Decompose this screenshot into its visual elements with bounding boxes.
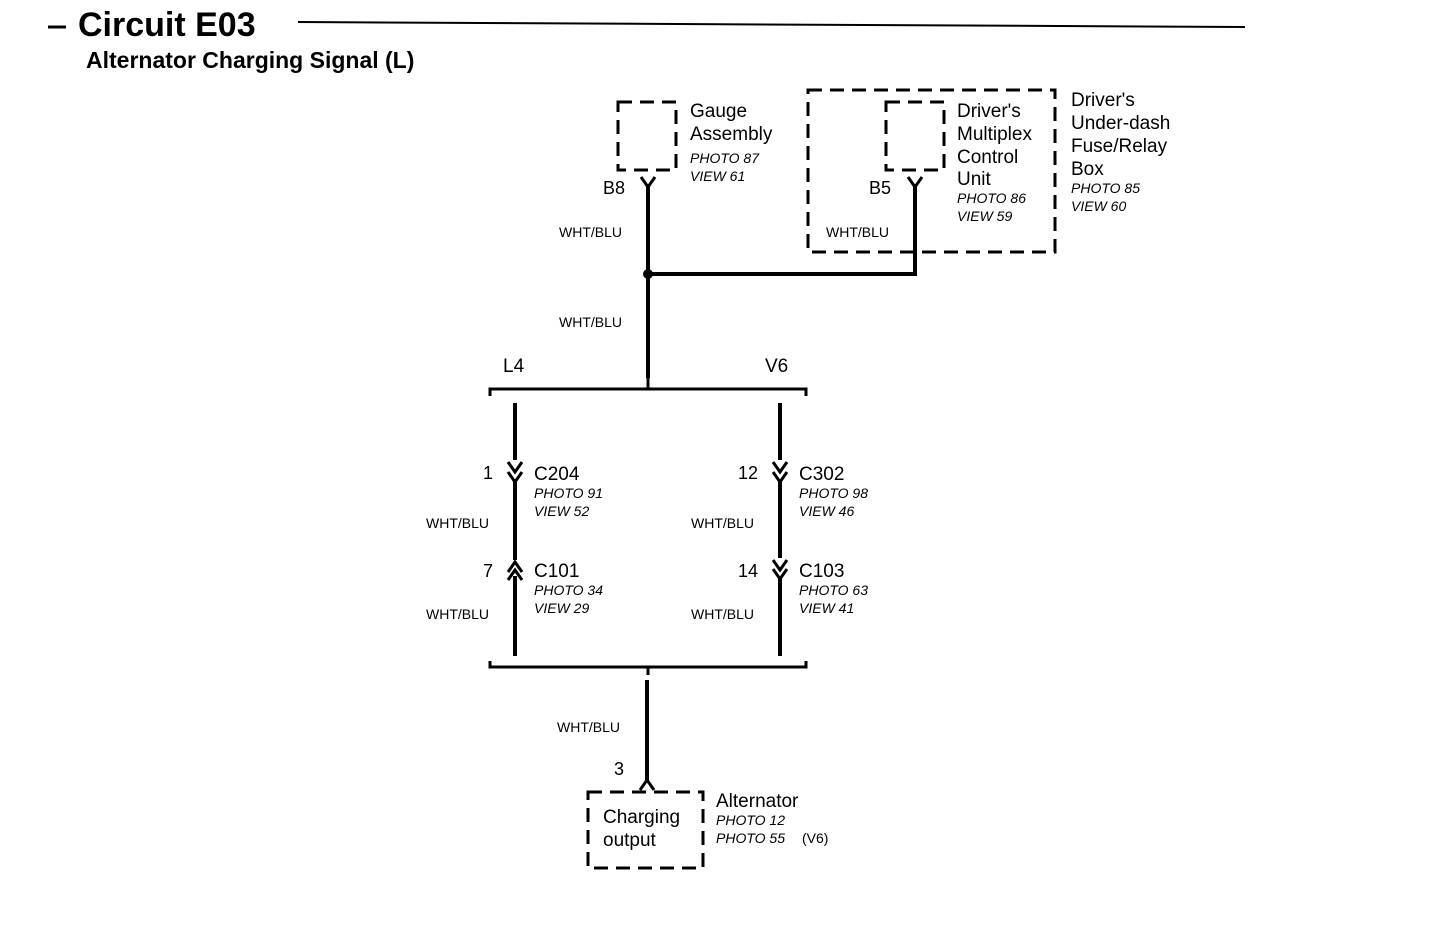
alternator-pin: 3 <box>614 759 624 779</box>
circuit-title: Circuit E03 <box>78 6 256 44</box>
c101-name: C101 <box>534 561 579 582</box>
c103-photo: PHOTO 63 <box>799 582 868 598</box>
c302-view: VIEW 46 <box>799 503 854 519</box>
alternator-photo-1: PHOTO 12 <box>716 812 785 828</box>
fusebox-name-1: Driver's <box>1071 90 1135 111</box>
alternator-photo-2-suffix: (V6) <box>802 830 828 846</box>
alternator-inner-1: Charging <box>603 807 680 828</box>
v6-lower-wire-color: WHT/BLU <box>691 606 754 622</box>
mcu-terminal <box>906 176 924 190</box>
c103-name: C103 <box>799 561 844 582</box>
c204-terminal-top <box>506 461 524 475</box>
c204-photo: PHOTO 91 <box>534 485 603 501</box>
multiplex-control-unit-box <box>884 100 946 172</box>
l4-upper-wire-color: WHT/BLU <box>426 515 489 531</box>
mcu-pin: B5 <box>869 178 891 198</box>
mcu-wire <box>648 187 917 276</box>
mcu-name-2: Multiplex <box>957 124 1032 145</box>
c103-view: VIEW 41 <box>799 600 854 616</box>
alternator-photo-2: PHOTO 55 <box>716 830 785 846</box>
l4-lower-wire-color: WHT/BLU <box>426 606 489 622</box>
gauge-assembly-box <box>616 100 678 172</box>
gauge-pin: B8 <box>603 178 625 198</box>
mcu-view: VIEW 59 <box>957 208 1012 224</box>
c204-view: VIEW 52 <box>534 503 589 519</box>
c101-terminal-top <box>506 559 524 573</box>
gauge-name-2: Assembly <box>690 124 773 145</box>
c302-terminal-top <box>771 461 789 475</box>
mcu-name-4: Unit <box>957 169 992 190</box>
c302-name: C302 <box>799 464 844 485</box>
c204-name: C204 <box>534 464 580 485</box>
c302-pin: 12 <box>738 463 758 483</box>
alternator-inner-2: output <box>603 830 657 851</box>
alternator-name: Alternator <box>716 791 799 812</box>
variant-v6-label: V6 <box>765 356 788 377</box>
c101-view: VIEW 29 <box>534 600 589 616</box>
c103-pin: 14 <box>738 561 758 581</box>
fusebox-name-4: Box <box>1071 159 1104 180</box>
alternator-terminal <box>638 777 656 791</box>
c101-terminal-bottom <box>506 567 524 581</box>
alternator-wire-color: WHT/BLU <box>557 719 620 735</box>
variant-bracket-bottom <box>488 661 808 669</box>
circuit-subtitle: Alternator Charging Signal (L) <box>86 47 414 73</box>
variant-bracket-top <box>488 387 808 396</box>
gauge-wire-color: WHT/BLU <box>559 224 622 240</box>
fuse-relay-box <box>806 88 1057 254</box>
gauge-terminal <box>639 176 657 190</box>
fusebox-photo: PHOTO 85 <box>1071 180 1140 196</box>
c101-pin: 7 <box>483 561 493 581</box>
c101-photo: PHOTO 34 <box>534 582 603 598</box>
gauge-photo: PHOTO 87 <box>690 150 760 166</box>
v6-upper-wire-color: WHT/BLU <box>691 515 754 531</box>
mcu-photo: PHOTO 86 <box>957 190 1026 206</box>
mcu-name-1: Driver's <box>957 101 1021 122</box>
variant-l4-label: L4 <box>503 356 525 377</box>
mcu-name-3: Control <box>957 147 1018 168</box>
alternator-box <box>586 790 705 870</box>
main-wire-color: WHT/BLU <box>559 314 622 330</box>
mcu-wire-color: WHT/BLU <box>826 224 889 240</box>
c204-pin: 1 <box>483 463 493 483</box>
fusebox-name-3: Fuse/Relay <box>1071 136 1168 157</box>
fusebox-name-2: Under-dash <box>1071 113 1170 134</box>
gauge-name-1: Gauge <box>690 101 747 122</box>
c103-terminal-top <box>771 559 789 573</box>
fusebox-view: VIEW 60 <box>1071 198 1126 214</box>
c302-photo: PHOTO 98 <box>799 485 868 501</box>
gauge-view: VIEW 61 <box>690 168 745 184</box>
header-rule <box>297 21 1246 28</box>
